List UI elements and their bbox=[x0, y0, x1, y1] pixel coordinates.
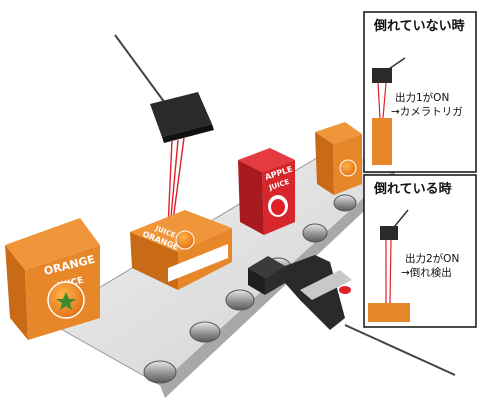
panel-fallen-title: 倒れている時 bbox=[373, 181, 452, 197]
panel-sensor-icon bbox=[372, 68, 392, 83]
panel-not-fallen-action: →カメラトリガ bbox=[391, 106, 463, 118]
overhead-sensor bbox=[114, 34, 214, 143]
fallen-orange-carton: ORANGE JUICE bbox=[130, 210, 232, 290]
apple-juice-carton: APPLE JUICE bbox=[238, 148, 295, 235]
orange-fruit-icon bbox=[339, 159, 357, 177]
leaf-icon bbox=[56, 292, 76, 310]
side-sensor bbox=[248, 255, 456, 376]
panel-sensor-icon bbox=[380, 226, 398, 240]
panel-not-fallen-output: 出力1がON bbox=[395, 91, 449, 104]
panel-fallen: 倒れている時 出力2がON →倒れ検出 bbox=[363, 174, 477, 328]
overhead-laser-beam bbox=[167, 137, 185, 229]
sensor-lens-housing bbox=[300, 270, 352, 300]
panel-not-fallen-title: 倒れていない時 bbox=[373, 18, 465, 34]
sensor-lens bbox=[339, 286, 351, 294]
panel-fallen-carton bbox=[368, 303, 410, 322]
panel-fallen-output: 出力2がON bbox=[405, 252, 459, 265]
orange-juice-carton-front: ORANGE JUICE bbox=[5, 218, 100, 340]
panel-fallen-action: →倒れ検出 bbox=[401, 266, 452, 279]
panel-not-fallen: 倒れていない時 出力1がON →カメラトリガ bbox=[363, 11, 477, 173]
panel-standing-carton bbox=[372, 118, 392, 165]
panel-laser-beam bbox=[377, 82, 381, 119]
sensor-cable bbox=[344, 324, 456, 376]
orange-juice-carton-far bbox=[315, 122, 362, 195]
orange-fruit-icon bbox=[175, 230, 195, 250]
